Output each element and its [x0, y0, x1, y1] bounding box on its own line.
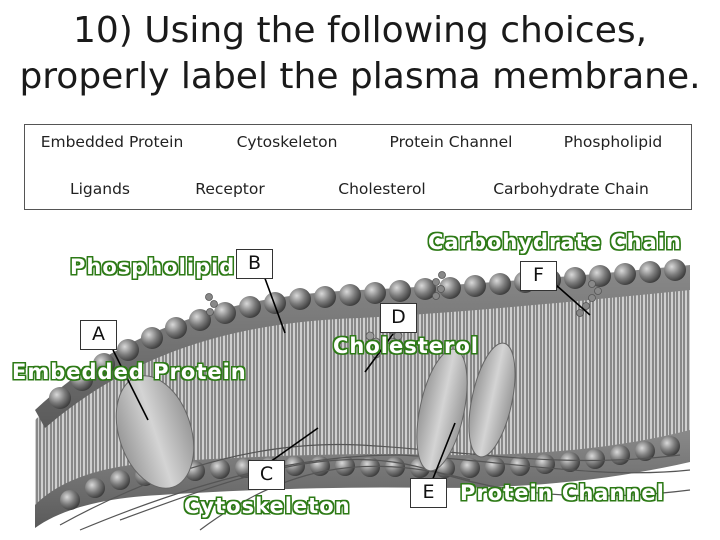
label-box-f: F: [520, 261, 557, 291]
embedded-protein-shape: [115, 375, 195, 489]
answer-phospholipid: Phospholipid: [70, 255, 236, 279]
answer-carbohydrate-chain: Carbohydrate Chain: [428, 230, 682, 254]
choice-carbohydrate-chain: Carbohydrate Chain: [493, 180, 649, 198]
plasma-membrane-diagram: [35, 259, 691, 531]
label-box-e: E: [410, 478, 447, 508]
choice-cholesterol: Cholesterol: [338, 180, 426, 198]
label-box-d: D: [380, 303, 417, 333]
question-title: 10) Using the following choices, properl…: [0, 8, 720, 100]
choice-protein-channel: Protein Channel: [389, 133, 513, 151]
pointer-lines: [112, 272, 591, 482]
cholesterol-shape: [365, 325, 403, 359]
answer-protein-channel: Protein Channel: [460, 481, 665, 505]
choices-box: Embedded Protein Cytoskeleton Protein Ch…: [24, 124, 692, 210]
membrane-body: [35, 259, 690, 528]
answer-embedded-protein: Embedded Protein: [12, 360, 247, 384]
protein-channel-shape: [416, 342, 516, 472]
label-box-b: B: [236, 249, 273, 279]
label-box-a: A: [80, 320, 117, 350]
choice-ligands: Ligands: [69, 180, 131, 198]
choice-phospholipid: Phospholipid: [563, 133, 663, 151]
answer-cholesterol: Cholesterol: [333, 334, 479, 358]
carbohydrate-chain-shapes: [205, 271, 602, 317]
choice-receptor: Receptor: [195, 180, 265, 198]
choice-embedded-protein: Embedded Protein: [40, 133, 184, 151]
choice-cytoskeleton: Cytoskeleton: [236, 133, 338, 151]
question-title-line-1: 10) Using the following choices,: [72, 10, 648, 51]
label-box-c: C: [248, 460, 285, 490]
answer-cytoskeleton: Cytoskeleton: [184, 494, 351, 518]
question-title-line-2: properly label the plasma membrane.: [19, 56, 701, 97]
